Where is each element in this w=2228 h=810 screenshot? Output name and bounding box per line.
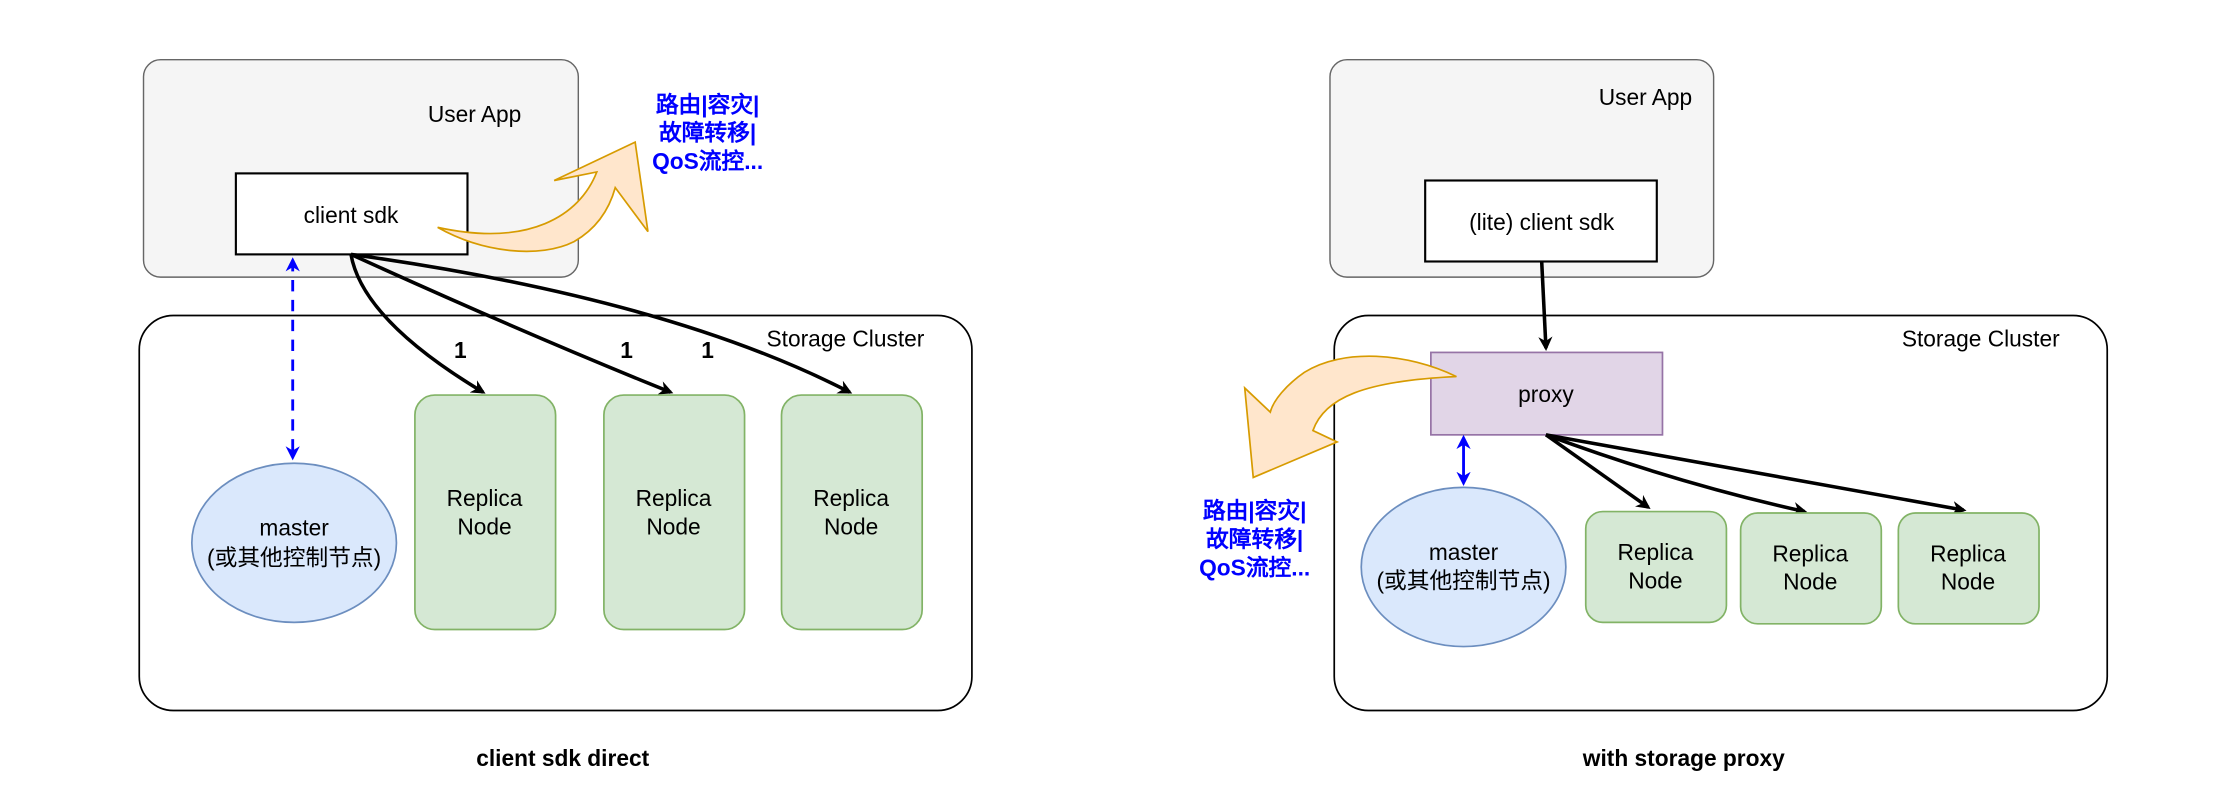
sdk-to-replica-1-arrow xyxy=(349,254,486,394)
replica-sublabel: Node xyxy=(1628,567,1682,593)
master-sublabel: (或其他控制节点) xyxy=(1376,567,1550,593)
diagram-with-storage-proxy: User App Storage Cluster (lite) client s… xyxy=(1199,59,2109,771)
replica-node[interactable]: Replica Node xyxy=(1584,510,1728,624)
replica-label: Replica xyxy=(1930,540,2006,566)
storage-cluster-label: Storage Cluster xyxy=(1902,326,2060,352)
master-label: master xyxy=(259,515,329,541)
replica-node[interactable]: Replica Node xyxy=(603,394,746,631)
proxy-to-replica-3-arrow xyxy=(1545,433,1967,516)
master-node[interactable]: master (或其他控制节点) xyxy=(1360,486,1567,648)
lite-client-sdk-box[interactable]: (lite) client sdk xyxy=(1424,179,1658,263)
replica-label: Replica xyxy=(1617,539,1693,565)
edge-label-3: 1 xyxy=(701,337,714,363)
feature-arrow xyxy=(1243,355,1457,479)
user-app-label: User App xyxy=(428,101,521,127)
master-label: master xyxy=(1429,539,1499,565)
replica-sublabel: Node xyxy=(1783,569,1837,595)
proxy-to-replica-1-arrow xyxy=(1544,433,1651,509)
feature-line-3: QoS流控... xyxy=(652,148,763,174)
feature-line-1: 路由|容灾| xyxy=(1203,498,1307,524)
diagram-client-sdk-direct: User App Storage Cluster client sdk 路由|容… xyxy=(138,59,973,771)
feature-list: 路由|容灾| 故障转移| QoS流控... xyxy=(1199,498,1310,581)
lite-client-sdk-label: (lite) client sdk xyxy=(1469,209,1615,235)
edge-label-1: 1 xyxy=(454,337,467,363)
replica-label: Replica xyxy=(1772,540,1848,566)
client-sdk-box[interactable]: client sdk xyxy=(234,172,469,256)
sdk-to-proxy-arrow xyxy=(1538,261,1553,352)
replica-node[interactable]: Replica Node xyxy=(414,394,557,631)
storage-cluster-label: Storage Cluster xyxy=(767,326,925,352)
feature-line-1: 路由|容灾| xyxy=(656,91,760,117)
replica-node[interactable]: Replica Node xyxy=(780,394,924,631)
master-node[interactable]: master (或其他控制节点) xyxy=(190,462,398,624)
sdk-to-replica-3-arrow xyxy=(350,252,853,394)
proxy-box[interactable]: proxy xyxy=(1430,351,1664,436)
replica-sublabel: Node xyxy=(824,513,878,539)
replica-sublabel: Node xyxy=(1941,569,1995,595)
diagram-caption: with storage proxy xyxy=(1582,745,1785,771)
replica-node[interactable]: Replica Node xyxy=(1897,512,2040,625)
master-sublabel: (或其他控制节点) xyxy=(207,545,381,571)
feature-line-2: 故障转移| xyxy=(659,120,756,146)
feature-list: 路由|容灾| 故障转移| QoS流控... xyxy=(652,91,763,174)
diagram-caption: client sdk direct xyxy=(476,745,649,771)
feature-arrow xyxy=(437,140,649,253)
feature-line-3: QoS流控... xyxy=(1199,555,1310,581)
sdk-to-replica-2-arrow xyxy=(350,252,674,395)
replica-label: Replica xyxy=(636,485,712,511)
user-app-label: User App xyxy=(1599,84,1692,110)
replica-sublabel: Node xyxy=(457,513,511,539)
proxy-label: proxy xyxy=(1518,381,1574,407)
replica-label: Replica xyxy=(447,485,523,511)
proxy-to-replica-2-arrow xyxy=(1545,433,1808,517)
feature-line-2: 故障转移| xyxy=(1206,526,1303,552)
client-sdk-label: client sdk xyxy=(304,202,399,228)
edge-label-2: 1 xyxy=(620,337,633,363)
replica-node[interactable]: Replica Node xyxy=(1739,512,1883,625)
replica-sublabel: Node xyxy=(646,513,700,539)
replica-label: Replica xyxy=(813,485,889,511)
